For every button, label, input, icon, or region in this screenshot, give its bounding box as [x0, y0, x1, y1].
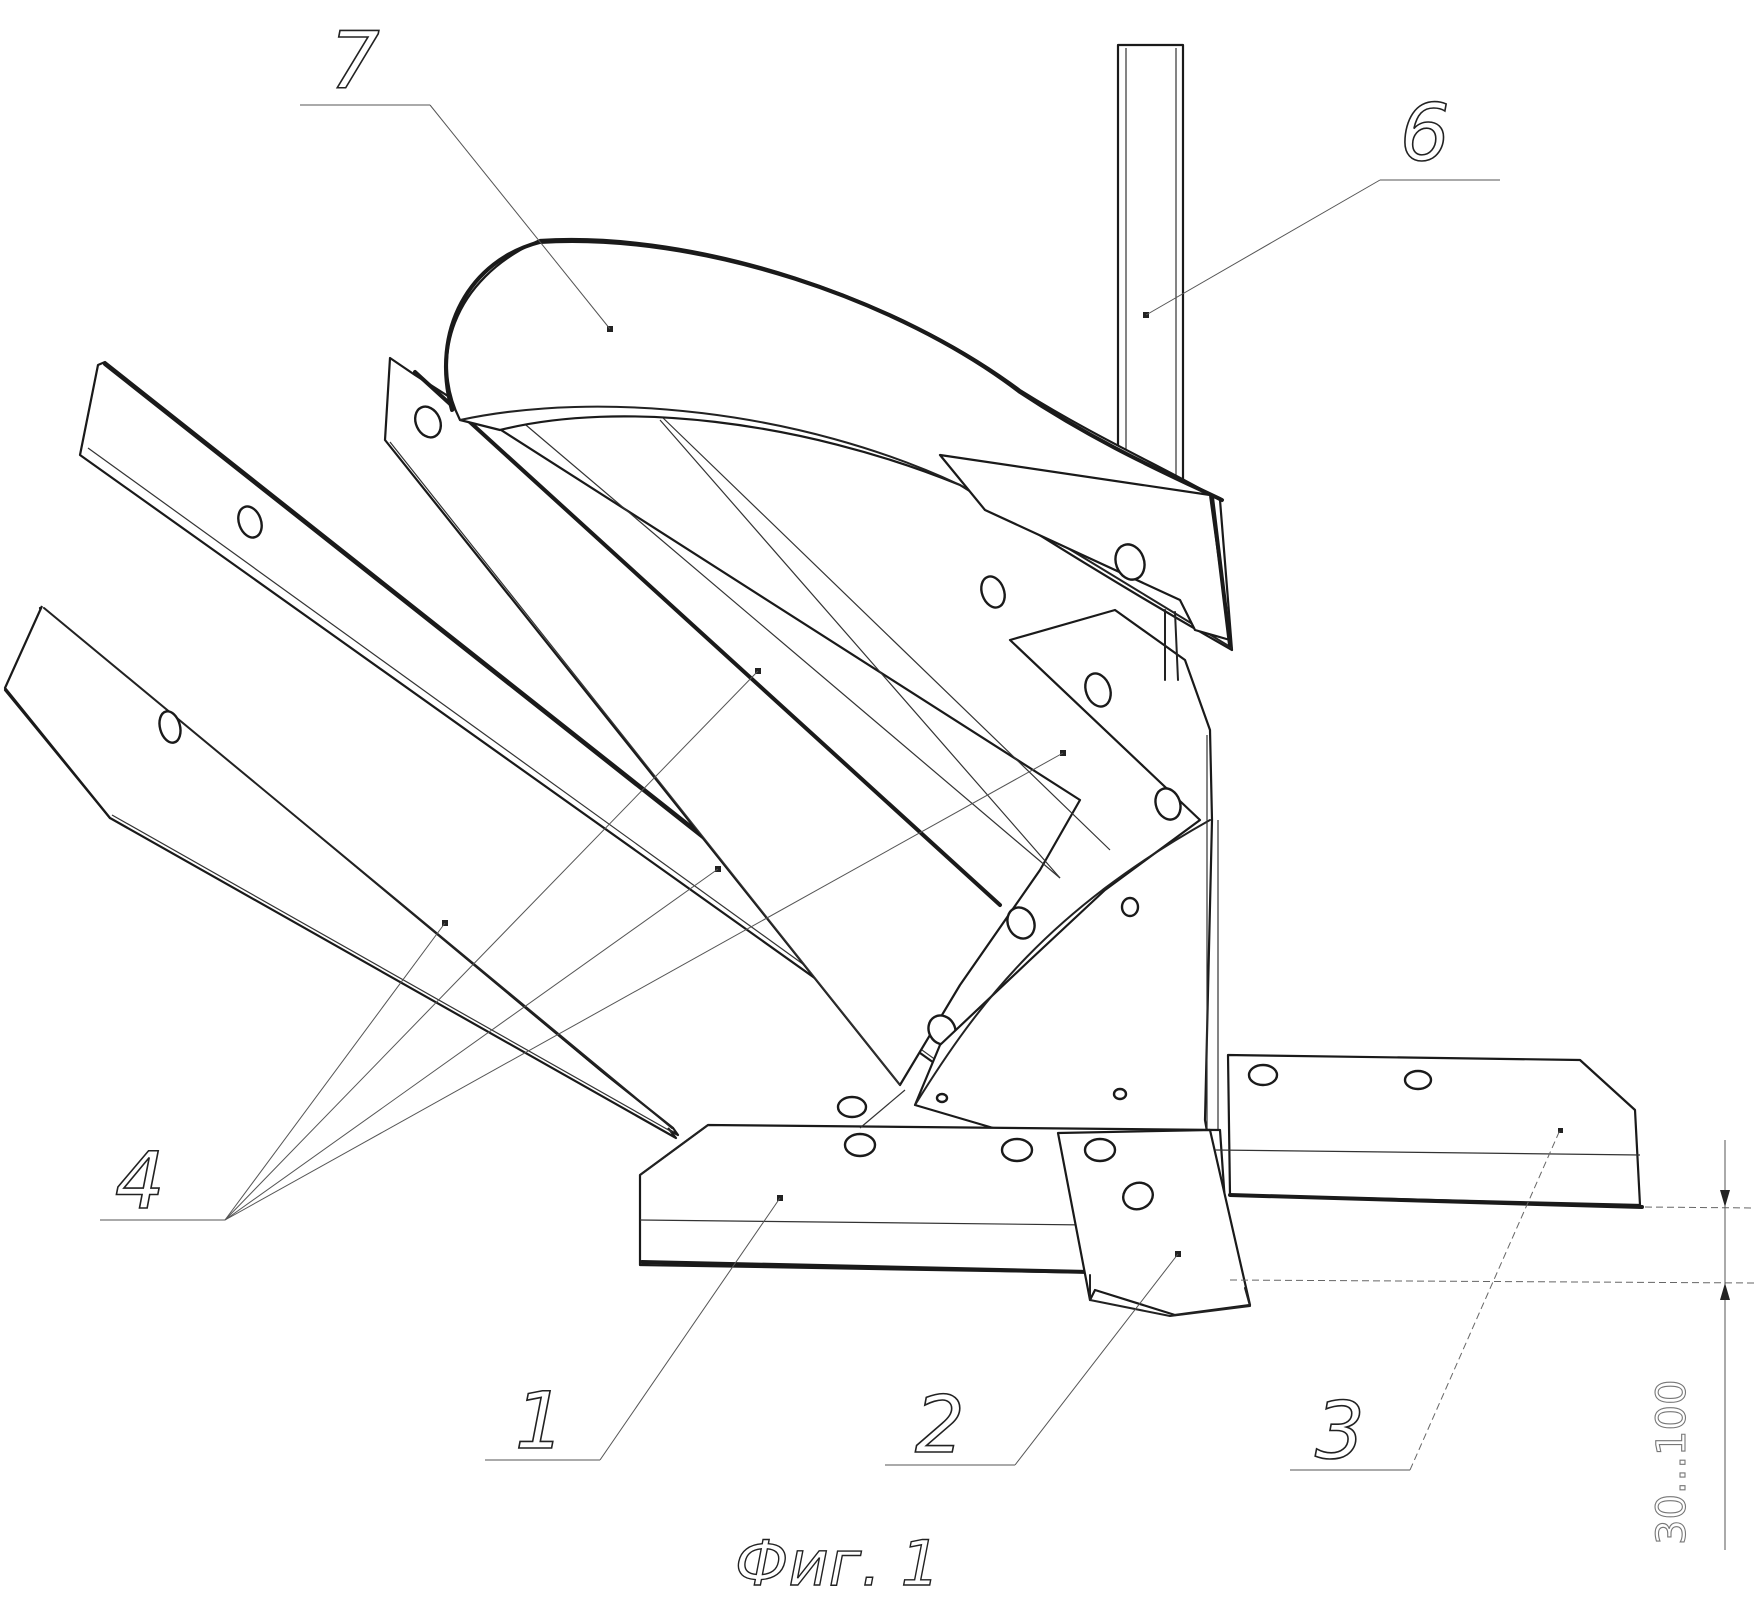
extension-part-3 — [1214, 1053, 1644, 1209]
figure-caption: Фиг. 1 — [735, 1527, 940, 1600]
dimension-lines — [1229, 1140, 1755, 1550]
label-6: 6 — [1400, 89, 1450, 179]
leader-lines — [100, 104, 1561, 1471]
label-4: 4 — [115, 1137, 165, 1227]
blade-part-4-middle — [383, 356, 1111, 1087]
label-2: 2 — [915, 1381, 965, 1471]
label-7: 7 — [330, 17, 380, 107]
post-part-6 — [1116, 43, 1185, 492]
label-1: 1 — [515, 1377, 565, 1467]
blade-part-4-front — [3, 605, 680, 1140]
dimension-label: 30...100 — [1649, 1380, 1695, 1545]
label-3: 3 — [1315, 1387, 1365, 1477]
mouldboard-part-7 — [443, 238, 1234, 879]
bracket-part-6 — [938, 453, 1232, 681]
reference-numerals: 7 6 4 1 2 3 — [114, 16, 1450, 1478]
plate-part-2 — [1056, 1128, 1252, 1317]
